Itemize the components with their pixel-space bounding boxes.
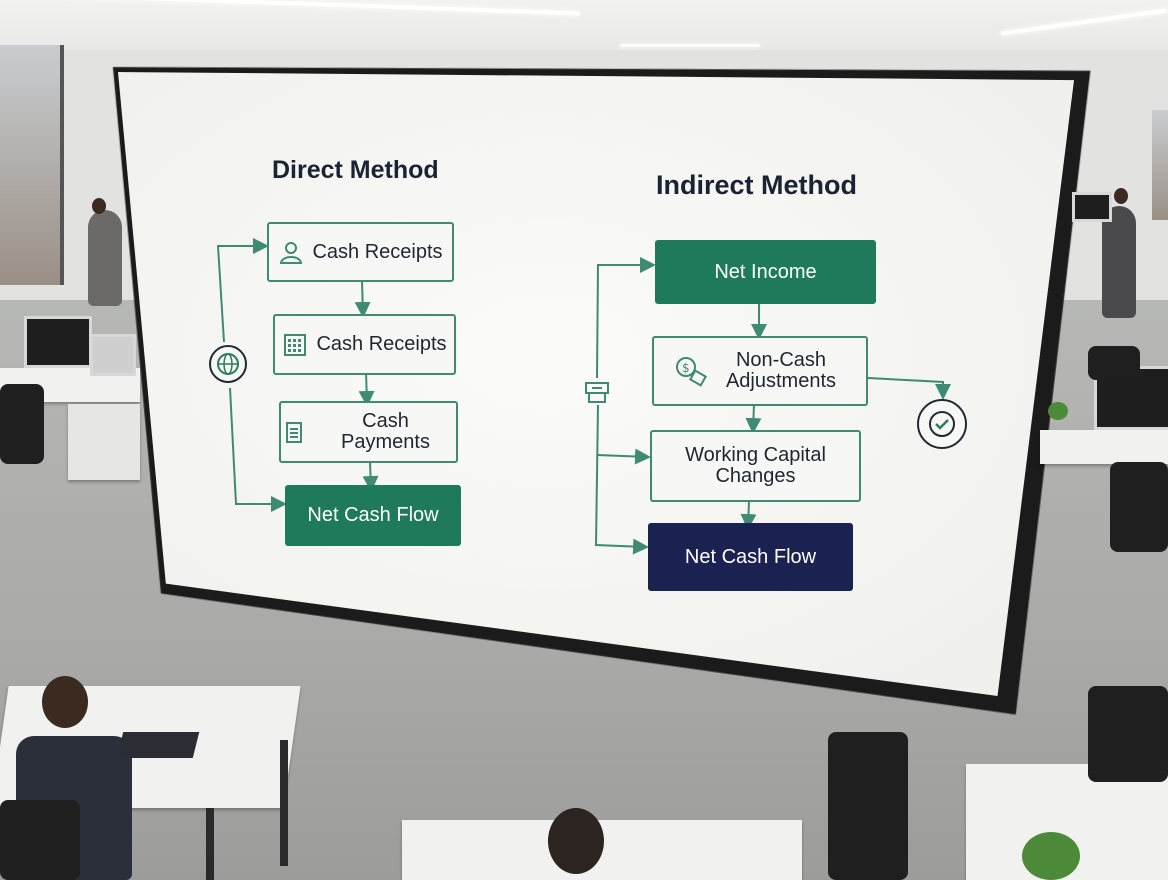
arrow-connector	[867, 377, 951, 400]
person-head	[42, 676, 88, 728]
person-standing	[1102, 206, 1136, 318]
person-head	[1114, 188, 1128, 204]
office-chair	[0, 800, 80, 880]
direct-step-cash-receipts: Cash Receipts	[267, 222, 454, 282]
arrow-connector	[596, 257, 656, 379]
office-chair	[1088, 346, 1140, 380]
ceiling-light	[620, 44, 760, 47]
direct-step-cash-receipts-2: Cash Receipts	[273, 314, 456, 375]
indirect-net-income: Net Income	[655, 240, 876, 304]
laptop	[116, 732, 200, 758]
arrow-connector	[216, 238, 269, 343]
direct-method-title: Direct Method	[272, 156, 439, 184]
window	[1152, 110, 1168, 220]
money-tag-icon: $	[674, 355, 708, 387]
indirect-working-capital-changes: Working Capital Changes	[650, 430, 861, 502]
person-head	[92, 198, 106, 214]
step-label: Cash Receipts	[312, 240, 443, 263]
window	[0, 45, 64, 285]
calculator-icon	[282, 333, 308, 357]
step-label: Non-Cash Adjustments	[725, 349, 837, 392]
indirect-method-title: Indirect Method	[656, 170, 857, 200]
register-icon	[583, 378, 611, 406]
arrow-connector	[594, 404, 649, 555]
arrow-connector	[596, 448, 651, 465]
monitor	[90, 334, 136, 376]
direct-step-cash-payments: Cash Payments	[279, 401, 458, 463]
arrow-connector	[358, 371, 375, 407]
step-label: Cash Payments	[341, 410, 430, 453]
svg-text:$: $	[682, 361, 690, 375]
arrow-connector	[354, 280, 371, 318]
indirect-non-cash-adjustments: $ Non-Cash Adjustments	[652, 336, 868, 406]
arrow-connector	[740, 500, 757, 530]
office-chair	[0, 384, 44, 464]
check-circle-icon	[917, 399, 967, 449]
globe-icon	[209, 345, 247, 383]
arrow-connector	[362, 461, 379, 492]
user-icon	[278, 240, 304, 264]
potted-plant	[1022, 832, 1080, 880]
drawer-cabinet	[68, 404, 140, 480]
person-walking	[88, 210, 122, 306]
arrow-connector	[229, 387, 287, 512]
office-chair	[828, 732, 908, 880]
step-label: Cash Receipts	[316, 333, 447, 355]
step-label: Working Capital Changes	[685, 444, 826, 487]
arrow-connector	[745, 403, 762, 434]
person-head	[548, 808, 604, 874]
desk-leg	[206, 808, 214, 880]
office-chair	[1088, 686, 1168, 782]
potted-plant	[1048, 402, 1068, 420]
office-chair	[1110, 462, 1168, 552]
desk-leg	[280, 740, 288, 866]
monitor	[24, 316, 92, 368]
desk	[1040, 430, 1168, 464]
indirect-net-cash-flow: Net Cash Flow	[648, 523, 853, 591]
direct-net-cash-flow: Net Cash Flow	[285, 485, 461, 546]
monitor	[1072, 192, 1112, 222]
clipboard-icon	[281, 420, 307, 444]
